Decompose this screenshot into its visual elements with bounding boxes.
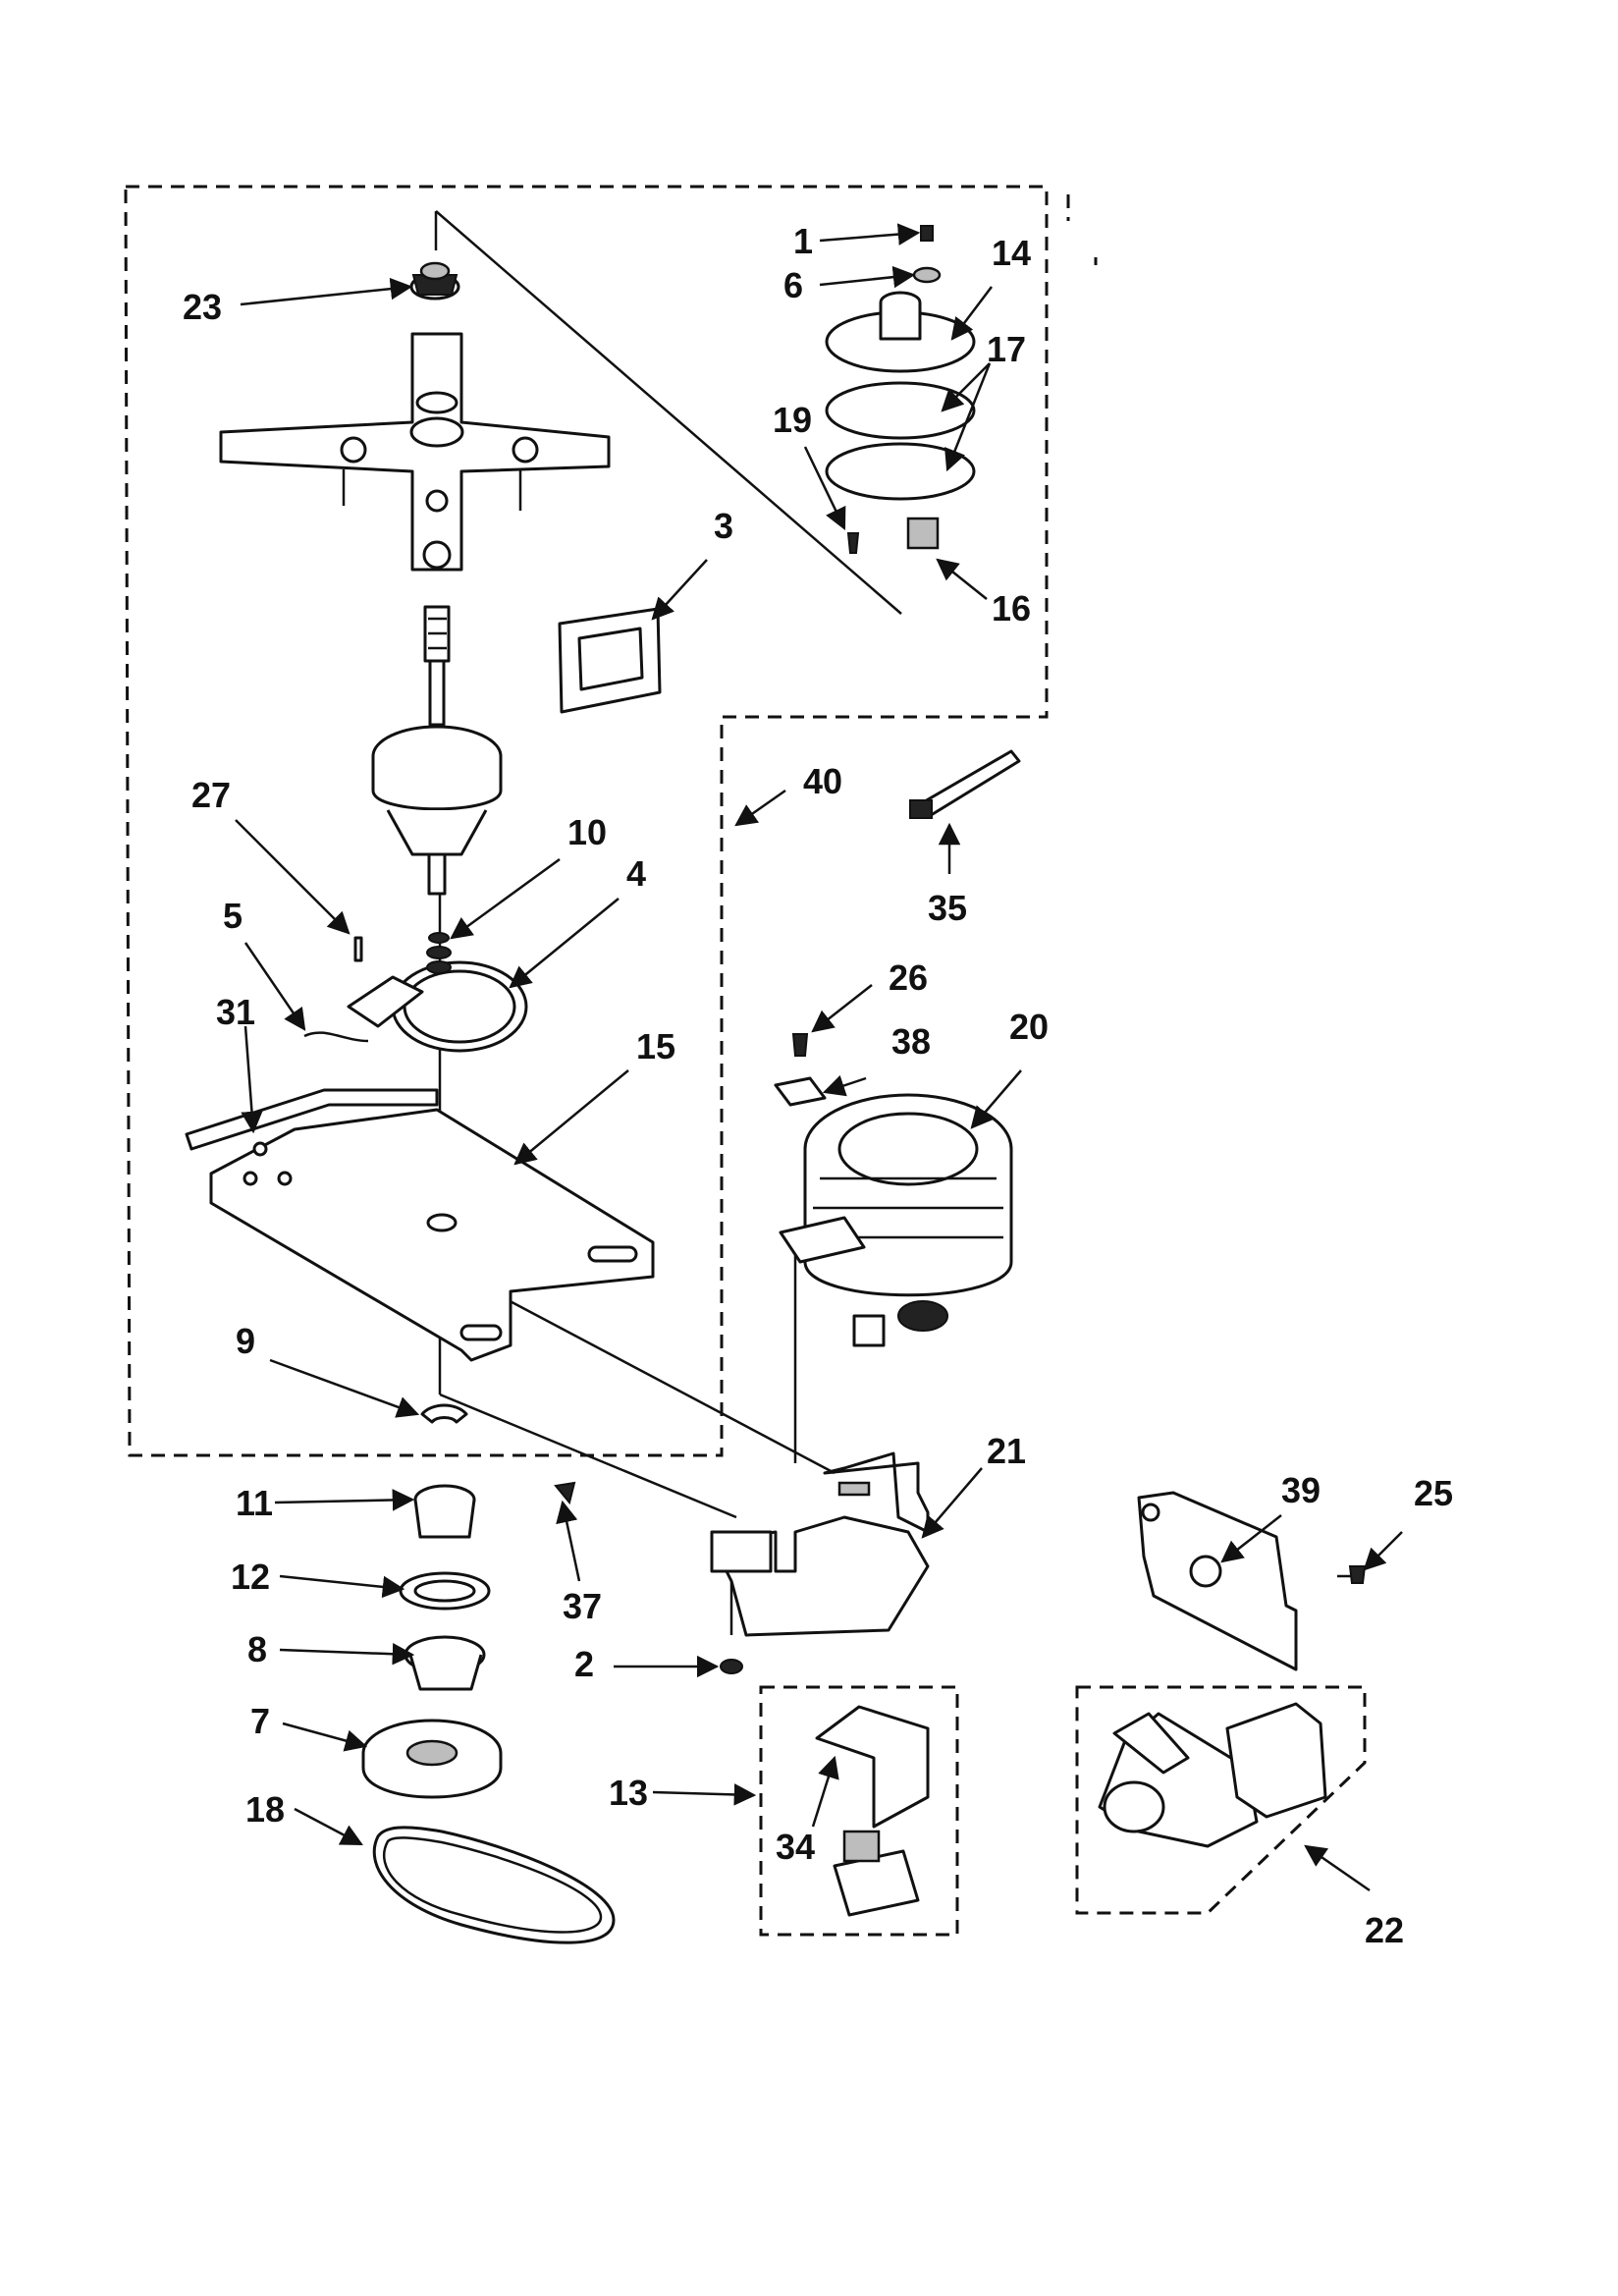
part-37-clip — [554, 1481, 576, 1505]
callout-31: 31 — [216, 992, 255, 1032]
part-7-pulley — [361, 1719, 503, 1799]
part-lower-stack-11-12-8 — [399, 1484, 491, 1691]
callout-39: 39 — [1281, 1470, 1321, 1510]
part-39-25-cover — [1137, 1491, 1367, 1671]
connection-lines — [434, 210, 902, 1635]
callout-1: 1 — [793, 221, 813, 261]
callout-34: 34 — [776, 1827, 815, 1867]
callout-17: 17 — [987, 329, 1026, 369]
callout-19: 19 — [773, 400, 812, 440]
part-23-nut — [409, 261, 460, 301]
callout-35: 35 — [928, 888, 967, 928]
callout-27: 27 — [191, 775, 231, 815]
part-3-plate — [558, 607, 662, 714]
callout-26: 26 — [889, 957, 928, 998]
part-2-nut — [720, 1659, 743, 1674]
part-14-17-coupler — [825, 291, 976, 550]
part-18-belt — [372, 1826, 616, 1944]
part-21-motor-mount — [710, 1451, 930, 1637]
part-gearcase-shaft — [371, 605, 503, 896]
part-brake-assembly — [303, 932, 528, 1053]
callout-38: 38 — [891, 1021, 931, 1062]
callout-10: 10 — [567, 812, 607, 852]
callout-13: 13 — [609, 1773, 648, 1813]
callout-2: 2 — [574, 1644, 594, 1684]
callout-8: 8 — [247, 1629, 267, 1669]
callout-22: 22 — [1365, 1910, 1404, 1950]
callout-9: 9 — [236, 1321, 255, 1361]
part-15-base-plate — [209, 1108, 655, 1362]
callout-4: 4 — [626, 853, 646, 894]
part-spider-hub — [219, 332, 611, 572]
callout-7: 7 — [250, 1701, 270, 1741]
callout-6: 6 — [783, 265, 803, 305]
leader-arrows — [235, 223, 1403, 1892]
callout-5: 5 — [223, 896, 243, 936]
callout-20: 20 — [1009, 1007, 1049, 1047]
callout-18: 18 — [245, 1789, 285, 1830]
callout-14: 14 — [992, 233, 1031, 273]
part-26-38-bracket — [774, 1033, 827, 1107]
callout-16: 16 — [992, 588, 1031, 629]
callout-21: 21 — [987, 1431, 1026, 1471]
part-35-tie — [909, 749, 1021, 819]
callout-15: 15 — [636, 1026, 675, 1066]
part-20-motor — [779, 1093, 1013, 1347]
callout-25: 25 — [1414, 1473, 1453, 1513]
part-22-pump — [1098, 1702, 1327, 1848]
part-31-seal — [185, 1088, 439, 1151]
assembly-boundaries — [124, 185, 1367, 1937]
callout-40: 40 — [803, 761, 842, 801]
part-13-34-relay — [815, 1705, 930, 1917]
callout-11: 11 — [236, 1483, 273, 1523]
callout-12: 12 — [231, 1557, 270, 1597]
callout-23: 23 — [183, 287, 222, 327]
part-9-clip — [420, 1403, 468, 1424]
callout-37: 37 — [563, 1586, 602, 1626]
callout-3: 3 — [714, 506, 733, 546]
callout-labels: 1 2 3 4 5 6 7 8 9 10 11 12 13 14 15 16 1… — [183, 221, 1453, 1950]
